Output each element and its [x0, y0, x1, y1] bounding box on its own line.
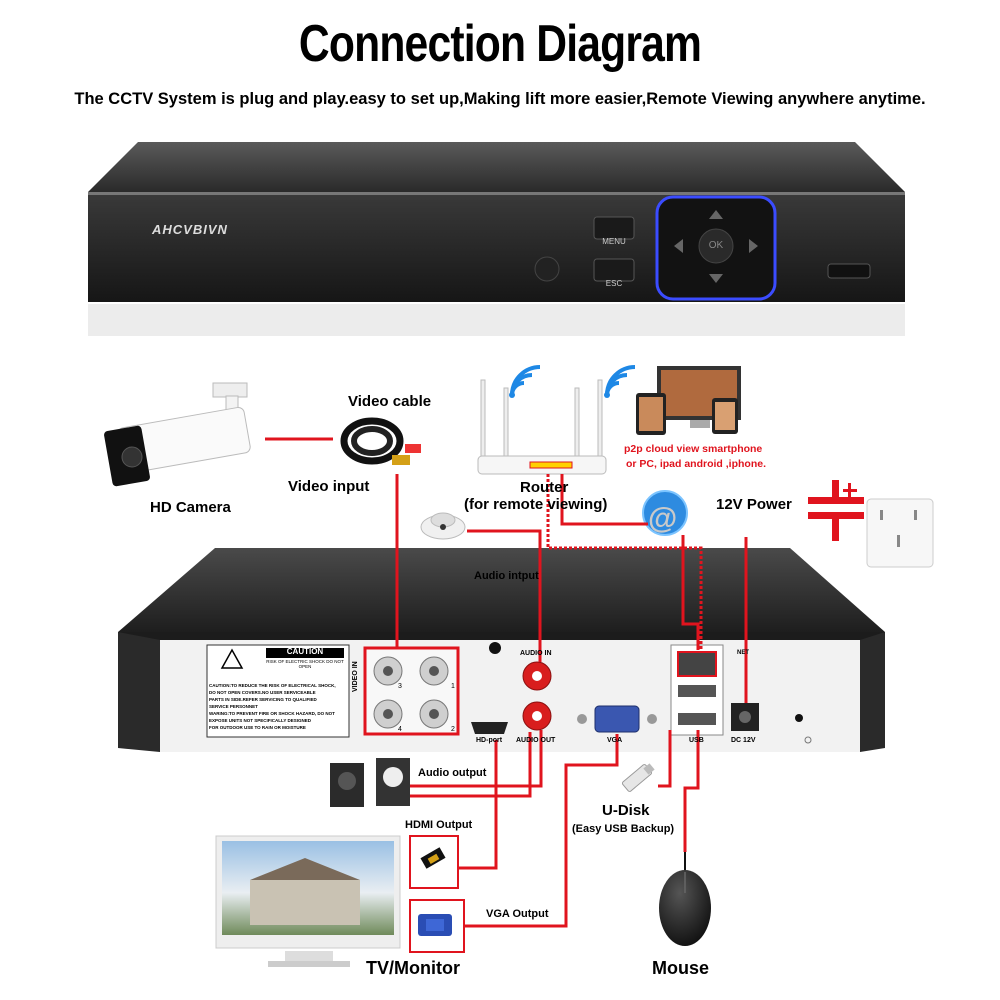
ch-number-4: 4: [398, 726, 402, 733]
caution-title: CAUTION: [286, 647, 324, 656]
router: [477, 379, 607, 475]
menu-button-label: MENU: [602, 237, 626, 246]
caution-text: CAUTION:TO REDUCE THE RISK OF ELECTRICAL…: [209, 683, 336, 730]
hd-camera-label: HD Camera: [150, 499, 231, 516]
audio-input-label: Audio intput: [474, 570, 539, 582]
u-disk-note-label: (Easy USB Backup): [572, 823, 675, 835]
wifi-icon: [510, 365, 541, 396]
wall-outlet: [866, 498, 934, 568]
ch-number-3: 3: [398, 683, 402, 690]
vga-port[interactable]: [594, 705, 640, 733]
ok-button-label: OK: [708, 240, 724, 251]
audio-in-port-label: AUDIO IN: [520, 650, 552, 657]
dvr-rear: [118, 548, 885, 752]
usb-port-2[interactable]: [678, 713, 716, 725]
wifi-icon-2: [605, 365, 636, 396]
warning-icon: [220, 648, 244, 669]
page-subtitle: The CCTV System is plug and play.easy to…: [74, 90, 926, 108]
tv-monitor: [215, 835, 401, 967]
p2p-label-line2: or PC, ipad android ,iphone.: [626, 458, 767, 470]
audio-output-label: Audio output: [418, 767, 487, 779]
ch-number-1: 1: [451, 683, 455, 690]
power-symbol: [808, 480, 864, 541]
brand-logo: AHCVBIVN: [152, 222, 228, 237]
mouse-image: [659, 852, 711, 946]
devices-image: [636, 366, 741, 435]
ch-number-2: 2: [451, 726, 455, 733]
audio-out-port-label: AUDIO OUT: [516, 737, 556, 744]
net-port-label: NET: [737, 650, 749, 656]
router-note-label: (for remote viewing): [464, 496, 608, 513]
vga-port-label: VGA: [607, 737, 623, 744]
tv-monitor-label: TV/Monitor: [366, 958, 460, 978]
vga-cable-image: [409, 899, 465, 953]
svg-text:@: @: [648, 502, 677, 535]
usb-port-label: USB: [689, 737, 704, 744]
video-cable: [340, 417, 421, 465]
menu-button[interactable]: [593, 216, 635, 240]
net-port[interactable]: [677, 651, 717, 677]
hdmi-port[interactable]: [471, 722, 508, 734]
vga-output-label: VGA Output: [486, 908, 549, 920]
speaker-icon: [534, 256, 560, 282]
usb-port-1[interactable]: [678, 685, 716, 697]
video-input-label: Video input: [288, 478, 370, 495]
right-arrow-icon: [749, 239, 758, 253]
hd-port-label: HD-port: [476, 737, 503, 744]
usb-stick-image: [621, 763, 655, 792]
internet-globe-icon: @: [642, 490, 688, 536]
video-in-label: VIDEO IN: [352, 661, 359, 692]
speakers: [330, 758, 410, 807]
mouse-label: Mouse: [652, 958, 710, 978]
dvr-front: [88, 142, 905, 336]
p2p-label-line1: p2p cloud view smartphone: [624, 443, 763, 455]
dc-port-label: DC 12V: [731, 737, 756, 744]
caution-sub: RISK OF ELECTRIC SHOCK DO NOT OPEN: [266, 659, 344, 669]
hdd-indicator: [827, 263, 871, 279]
u-disk-label: U-Disk: [602, 802, 650, 819]
hd-camera: [104, 382, 251, 487]
up-arrow-icon: [709, 210, 723, 219]
hdmi-output-label: HDMI Output: [405, 819, 473, 831]
esc-button-label: ESC: [605, 279, 623, 288]
connection-wires: [265, 437, 748, 928]
ok-button[interactable]: [698, 228, 734, 264]
page-title: Connection Diagram: [298, 15, 702, 73]
left-arrow-icon: [674, 239, 683, 253]
esc-button[interactable]: [593, 258, 635, 282]
video-cable-label: Video cable: [348, 393, 432, 410]
hdmi-cable-image: [409, 835, 459, 889]
down-arrow-icon: [709, 274, 723, 283]
router-label: Router: [520, 479, 569, 496]
power-label: 12V Power: [716, 496, 792, 513]
microphone-icon: [420, 512, 466, 540]
